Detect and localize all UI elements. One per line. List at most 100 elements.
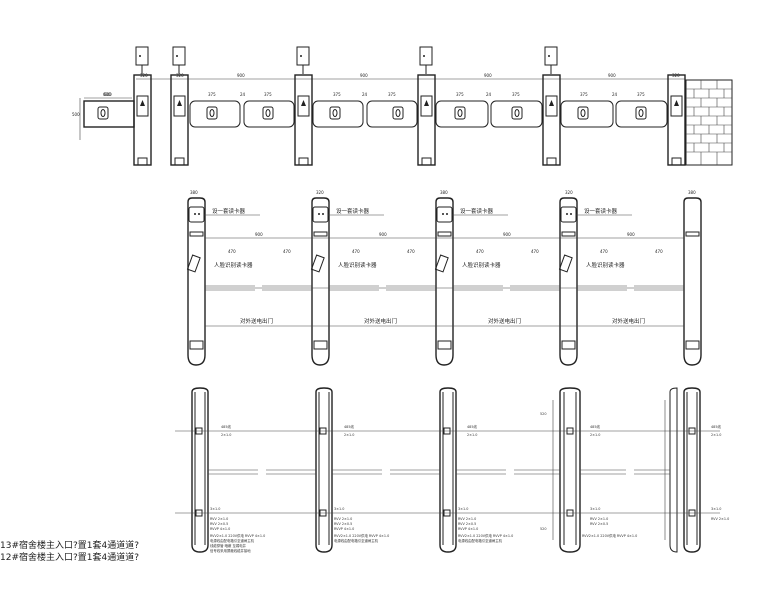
- brick-wall: [685, 79, 733, 166]
- face-reader-label: 人脸识别读卡器: [338, 261, 377, 269]
- cable-spec: RVV 2×0.5: [210, 522, 228, 526]
- cable-spec: RVV 2×0.5: [334, 522, 352, 526]
- cable-tag: 3×1.0: [711, 507, 721, 511]
- elevation-view: 320 320 900 900 900 900 320 500 600: [72, 46, 733, 166]
- cable-tag: 2×1.0: [344, 433, 354, 437]
- cable-spec: RVV 2×0.5: [458, 522, 476, 526]
- notes-block: 13#宿舍楼主入口?置1套4通道道? 12#宿舍楼主入口?置1套4通道道?: [0, 540, 170, 564]
- dim-label: 470: [352, 249, 360, 254]
- face-reader-label: 人脸识别读卡器: [214, 261, 253, 269]
- dim-label: 900: [237, 73, 245, 78]
- cable-spec: RVV 2×1.0: [334, 517, 352, 521]
- side-dim: 600: [103, 92, 111, 97]
- dim-label: 375: [512, 92, 520, 97]
- face-reader-icons: [186, 254, 573, 273]
- dim-label: 380: [190, 190, 198, 195]
- wiring-view: 520 520 485线 2×1.0 485线 2×1.0 485线 2×1.0…: [175, 387, 729, 553]
- dim-label: 375: [637, 92, 645, 97]
- dim-label: 900: [255, 232, 263, 237]
- dim-label: 375: [456, 92, 464, 97]
- dim-label: 375: [264, 92, 272, 97]
- dim-label: 470: [228, 249, 236, 254]
- dim-label: 24: [612, 92, 618, 97]
- card-reader-label: 设一套读卡器: [212, 207, 246, 215]
- side-dim: 520: [540, 412, 546, 416]
- dim-label: 470: [600, 249, 608, 254]
- panel-dims: 600 375 24 375 375 24 375 375 24 375 375…: [104, 92, 645, 97]
- note-line: 12#宿舍楼主入口?置1套4通道道?: [0, 553, 139, 563]
- dim-label: 900: [484, 73, 492, 78]
- exit-label: 对外送电出门: [612, 317, 645, 325]
- dim-label: 375: [208, 92, 216, 97]
- gap-dims: 900 900 900 900: [255, 232, 635, 237]
- cable-tag: 485线: [221, 424, 231, 429]
- dim-label: 900: [360, 73, 368, 78]
- dim-label: 470: [476, 249, 484, 254]
- cable-spec: RVV 2×1.0: [210, 517, 228, 521]
- cable-tag: 2×1.0: [467, 433, 477, 437]
- side-dim: 500: [72, 112, 80, 117]
- cable-spec: RVV 2×1.0: [711, 517, 729, 521]
- spec-line: 电源线由配电箱引至道闸主机: [334, 538, 379, 543]
- cable-tag: 3×1.0: [210, 507, 220, 511]
- dim-label: 380: [688, 190, 696, 195]
- spec-line: 电源线由配电箱引至道闸主机: [458, 538, 503, 543]
- exit-label: 对外送电出门: [364, 317, 397, 325]
- cable-tag: 2×1.0: [711, 433, 721, 437]
- dim-label: 375: [580, 92, 588, 97]
- cable-spec: RVVP 4×1.0: [458, 527, 478, 531]
- cable-spec: RVVP 4×1.0: [334, 527, 354, 531]
- dim-label: 900: [608, 73, 616, 78]
- cable-tag: 3×1.0: [590, 507, 600, 511]
- dim-label: 375: [333, 92, 341, 97]
- cable-tag: 2×1.0: [221, 433, 231, 437]
- dim-label: 24: [240, 92, 246, 97]
- dim-label: 24: [362, 92, 368, 97]
- elevation-panels: [189, 100, 668, 128]
- card-reader-label: 设一套读卡器: [336, 207, 370, 215]
- side-dim: 520: [540, 527, 546, 531]
- face-reader-label: 人脸识别读卡器: [462, 261, 501, 269]
- dim-label: 320: [316, 190, 324, 195]
- wiring-arms: [208, 469, 670, 475]
- wiring-top-tags: 485线 2×1.0 485线 2×1.0 485线 2×1.0 485线 2×…: [221, 424, 721, 437]
- sub-dims: 470 470 470 470 470 470 470 470: [228, 249, 663, 254]
- dim-label: 320: [565, 190, 573, 195]
- plan-post-dims: 380 320 380 320 380: [190, 190, 696, 195]
- cable-spec: RVV 2×1.0: [590, 517, 608, 521]
- plan-posts: [187, 197, 702, 366]
- dim-label: 470: [407, 249, 415, 254]
- cable-tag: 2×1.0: [590, 433, 600, 437]
- spec-line: RVV2×1.0 220V供电 RVVP 4×1.0: [210, 533, 265, 538]
- spec-line: RVV2×1.0 220V供电 RVVP 4×1.0: [334, 533, 389, 538]
- spec-line: 电源线由配电箱引至道闸主机: [210, 538, 255, 543]
- dim-label: 900: [379, 232, 387, 237]
- cable-tag: 3×1.0: [458, 507, 468, 511]
- dim-label: 380: [440, 190, 448, 195]
- spec-line: RVV2×1.0 220V供电 RVVP 4×1.0: [458, 533, 513, 538]
- dim-label: 470: [283, 249, 291, 254]
- swing-arms: [205, 285, 684, 291]
- cable-tag: 3×1.0: [334, 507, 344, 511]
- cable-spec: RVV 2×0.5: [590, 522, 608, 526]
- dim-label: 900: [503, 232, 511, 237]
- spec-line: 信号线采用屏蔽线缆并接地: [210, 548, 251, 553]
- note-line: 13#宿舍楼主入口?置1套4通道道?: [0, 541, 139, 551]
- dim-label: 900: [627, 232, 635, 237]
- wiring-posts: [191, 387, 701, 553]
- dim-label: 24: [486, 92, 492, 97]
- dim-label: 470: [655, 249, 663, 254]
- end-cabinet: [83, 100, 135, 128]
- cable-tag: 485线: [590, 424, 600, 429]
- plan-labels: 设一套读卡器 设一套读卡器 设一套读卡器 设一套读卡器 人脸识别读卡器 人脸识别…: [204, 207, 645, 325]
- cable-tag: 485线: [344, 424, 354, 429]
- spec-line: 线缆穿管 暗敷 至弱电井: [210, 543, 247, 548]
- cable-spec: RVVP 4×1.0: [210, 527, 230, 531]
- cable-tag: 485线: [711, 424, 721, 429]
- dim-label: 375: [388, 92, 396, 97]
- plan-view: 380 320 380 320 380: [186, 190, 702, 366]
- exit-label: 对外送电出门: [488, 317, 521, 325]
- spec-line: RVV2×1.0 220V供电 RVVP 4×1.0: [582, 533, 637, 538]
- card-reader-label: 设一套读卡器: [460, 207, 494, 215]
